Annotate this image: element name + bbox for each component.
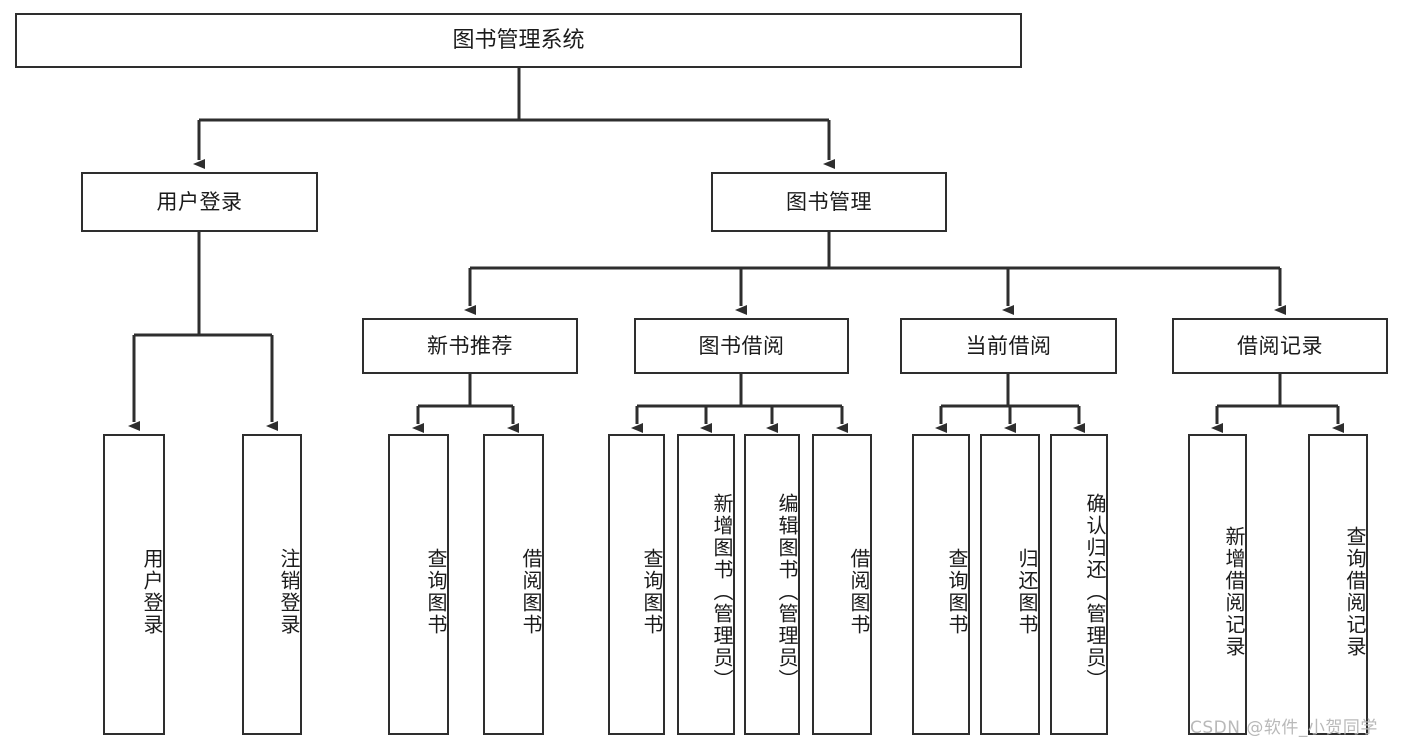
node-user-login-label: 用户登录 bbox=[156, 189, 243, 214]
leaf-confirm-return-admin-label: 确认归还（管理员） bbox=[1083, 492, 1107, 691]
leaf-confirm-return-admin[interactable]: 确认归还（管理员） bbox=[1050, 434, 1108, 735]
leaf-borrow-book-newbook-label: 借阅图书 bbox=[519, 547, 543, 636]
leaf-borrow-book-newbook[interactable]: 借阅图书 bbox=[483, 434, 544, 735]
leaf-query-book-borrow-label: 查询图书 bbox=[640, 547, 664, 636]
node-new-book-recommend[interactable]: 新书推荐 bbox=[362, 318, 578, 374]
leaf-query-book-newbook-label: 查询图书 bbox=[424, 547, 448, 636]
node-book-borrow-label: 图书借阅 bbox=[698, 333, 785, 358]
node-root-label: 图书管理系统 bbox=[452, 27, 585, 53]
node-user-login[interactable]: 用户登录 bbox=[81, 172, 318, 232]
leaf-logout[interactable]: 注销登录 bbox=[242, 434, 302, 735]
leaf-return-book[interactable]: 归还图书 bbox=[980, 434, 1040, 735]
leaf-query-borrow-record[interactable]: 查询借阅记录 bbox=[1308, 434, 1368, 735]
node-new-book-recommend-label: 新书推荐 bbox=[427, 333, 513, 358]
leaf-query-book-current-label: 查询图书 bbox=[945, 547, 969, 636]
node-root[interactable]: 图书管理系统 bbox=[15, 13, 1022, 68]
node-borrow-record[interactable]: 借阅记录 bbox=[1172, 318, 1388, 374]
leaf-query-borrow-record-label: 查询借阅记录 bbox=[1343, 525, 1367, 658]
leaf-borrow-book[interactable]: 借阅图书 bbox=[812, 434, 872, 735]
leaf-borrow-book-label: 借阅图书 bbox=[847, 547, 871, 636]
leaf-edit-book-admin[interactable]: 编辑图书（管理员） bbox=[744, 434, 800, 735]
leaf-user-login-label: 用户登录 bbox=[140, 547, 164, 636]
leaf-edit-book-admin-label: 编辑图书（管理员） bbox=[775, 492, 799, 691]
node-book-management-label: 图书管理 bbox=[786, 189, 872, 214]
leaf-return-book-label: 归还图书 bbox=[1015, 547, 1039, 636]
leaf-add-book-admin[interactable]: 新增图书（管理员） bbox=[677, 434, 735, 735]
leaf-add-book-admin-label: 新增图书（管理员） bbox=[710, 492, 734, 691]
csdn-watermark: CSDN @软件_小贺同学 bbox=[1190, 718, 1378, 738]
leaf-user-login[interactable]: 用户登录 bbox=[103, 434, 165, 735]
node-book-borrow[interactable]: 图书借阅 bbox=[634, 318, 849, 374]
leaf-add-borrow-record-label: 新增借阅记录 bbox=[1222, 525, 1246, 658]
node-borrow-record-label: 借阅记录 bbox=[1237, 333, 1323, 358]
leaf-logout-label: 注销登录 bbox=[277, 547, 301, 636]
leaf-query-book-borrow[interactable]: 查询图书 bbox=[608, 434, 665, 735]
leaf-add-borrow-record[interactable]: 新增借阅记录 bbox=[1188, 434, 1247, 735]
leaf-query-book-current[interactable]: 查询图书 bbox=[912, 434, 970, 735]
node-book-management[interactable]: 图书管理 bbox=[711, 172, 947, 232]
node-current-borrow-label: 当前借阅 bbox=[965, 333, 1052, 358]
leaf-query-book-newbook[interactable]: 查询图书 bbox=[388, 434, 449, 735]
node-current-borrow[interactable]: 当前借阅 bbox=[900, 318, 1117, 374]
